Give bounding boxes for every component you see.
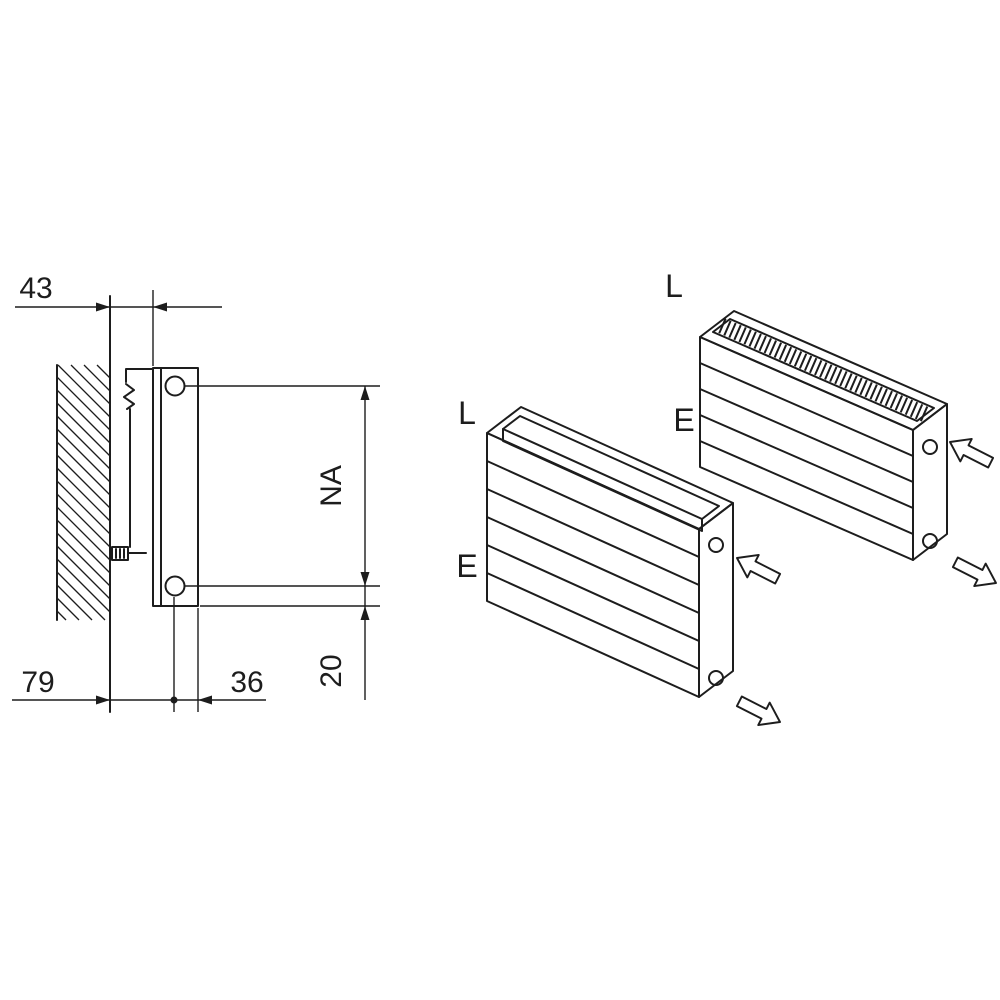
- rear-radiator-iso: L E: [665, 268, 948, 561]
- wall-hatch-line: [56, 493, 111, 548]
- wall-hatch-line: [70, 364, 111, 405]
- slat-line: [486, 488, 700, 586]
- wall-hatch-line: [56, 454, 111, 509]
- flow-out-arrow-icon: [951, 556, 997, 588]
- dim-label-pipe-to-front: 36: [230, 666, 263, 699]
- slat-line: [486, 572, 700, 670]
- dim-arrow-up-icon: [360, 386, 370, 400]
- slat-line: [699, 414, 914, 509]
- wall-hatch-line: [56, 441, 111, 496]
- top-grille-ribs: [718, 318, 929, 422]
- wall-hatch-line: [56, 467, 111, 522]
- air-vent-label: L: [665, 268, 683, 304]
- radiator-body-outline: [152, 367, 199, 607]
- wall-hatch: [56, 364, 111, 621]
- dim-arrow-up-icon: [360, 606, 370, 620]
- wall-hatch-line: [56, 584, 93, 621]
- mounting-bracket: [111, 368, 154, 561]
- wall-section: [56, 295, 111, 713]
- dim-arrow-right-icon: [96, 695, 110, 705]
- dimension-annotations: 43 NA 20 79 36: [12, 272, 380, 712]
- end-connection-top: [708, 537, 724, 553]
- side-view-drawing: 43 NA 20 79 36: [12, 272, 380, 713]
- drain-label: E: [673, 402, 694, 438]
- wall-hatch-line: [83, 364, 111, 392]
- wall-hatch-line: [56, 558, 111, 613]
- end-connection-bottom: [708, 670, 724, 686]
- pipe-connection-bottom: [164, 575, 186, 597]
- flow-out-arrow-icon: [735, 695, 781, 727]
- wall-hatch-line: [56, 597, 80, 621]
- slat-line: [486, 516, 700, 614]
- slat-line: [486, 544, 700, 642]
- front-radiator-iso: L E: [456, 395, 734, 698]
- wall-hatch-line: [56, 519, 111, 574]
- radiator-side-profile: [152, 367, 199, 607]
- flow-arrows: [735, 437, 997, 727]
- isometric-view-drawing: L E L E: [456, 268, 997, 727]
- wall-hatch-line: [56, 506, 111, 561]
- dim-label-bottom-offset: 20: [315, 654, 348, 687]
- dim-label-wall-clearance: 43: [19, 272, 52, 305]
- radiator-end-face: [912, 403, 948, 561]
- dim-arrow-left-icon: [198, 695, 212, 705]
- end-connection-top: [922, 439, 938, 455]
- wall-hatch-line: [56, 428, 111, 483]
- end-connection-bottom: [922, 533, 938, 549]
- dim-label-wall-to-pipe: 79: [21, 666, 54, 699]
- wall-hatch-line: [56, 532, 111, 587]
- wall-hatch-line: [56, 402, 111, 457]
- flow-in-arrow-icon: [736, 553, 782, 585]
- wall-hatch-line: [56, 545, 111, 600]
- slat-line: [699, 388, 914, 483]
- wall-hatch-line: [56, 415, 111, 470]
- radiator-top-inner-frame: [502, 415, 720, 520]
- wall-hatch-line: [56, 571, 106, 621]
- slat-line: [486, 460, 700, 558]
- radiator-end-face: [698, 502, 734, 698]
- bracket-spring-clip: [123, 383, 135, 410]
- radiator-front-face: [699, 336, 914, 561]
- bracket-hook: [125, 368, 154, 383]
- dim-arrow-left-icon: [153, 302, 167, 312]
- wall-hatch-line: [56, 376, 111, 431]
- wall-hatch-line: [56, 480, 111, 535]
- slat-line: [699, 440, 914, 535]
- dim-arrow-right-icon: [96, 302, 110, 312]
- radiator-top-face: [486, 406, 734, 530]
- dim-label-connection-spacing: NA: [315, 465, 348, 507]
- slat-line: [699, 362, 914, 457]
- wall-hatch-line: [96, 364, 111, 379]
- drain-label: E: [456, 548, 477, 584]
- wall-hatch-line: [56, 610, 67, 621]
- flow-in-arrow-icon: [949, 437, 995, 469]
- wall-hatch-line: [56, 389, 111, 444]
- pipe-connection-top: [164, 375, 186, 397]
- air-vent-label: L: [458, 395, 476, 431]
- wall-hatch-line: [57, 364, 111, 418]
- dim-arrow-down-icon: [360, 572, 370, 586]
